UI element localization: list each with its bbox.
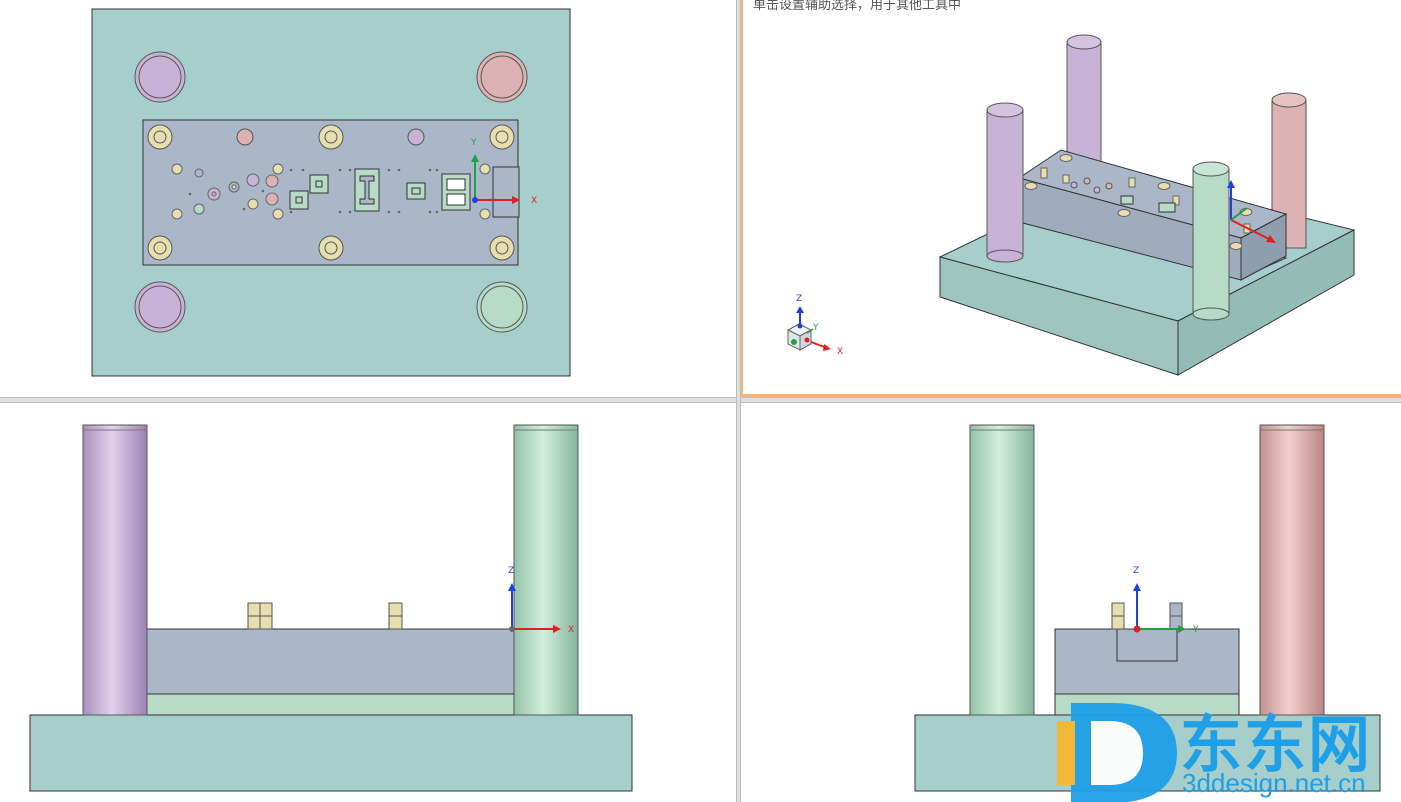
top-view-canvas: X Y	[91, 8, 571, 377]
watermark-logo	[1057, 703, 1177, 802]
front-pin-purple	[82, 424, 148, 716]
side-view-viewport[interactable]: Y Z	[741, 403, 1401, 802]
iso-pin-front-purple	[986, 109, 1024, 257]
punch-square-1	[289, 190, 309, 210]
guide-pin-top-left	[134, 51, 186, 103]
punch-square-2	[309, 174, 329, 194]
pilot-hole-pink	[236, 128, 254, 146]
front-axis-triad	[508, 583, 561, 633]
horizontal-splitter[interactable]	[0, 397, 1401, 403]
side-pin-green	[969, 424, 1035, 716]
iso-view-canvas: Z Y X	[786, 34, 1356, 376]
iso-axis-x-label: X	[837, 347, 843, 357]
iso-part-triad	[1227, 180, 1276, 243]
front-stripper	[146, 628, 515, 695]
guide-pins	[134, 51, 528, 333]
front-green-plate	[146, 693, 515, 716]
side-pilots	[1111, 602, 1183, 630]
front-base-plate	[29, 714, 633, 792]
front-pilots	[247, 602, 403, 630]
view-cube-triad	[786, 306, 831, 351]
watermark-brand: 东东网	[1180, 708, 1373, 781]
punch-square-3	[406, 182, 426, 200]
top-axis-triad	[471, 154, 520, 204]
guide-pin-bottom-left	[134, 281, 186, 333]
side-axis-triad	[1133, 583, 1186, 633]
side-view-canvas: Y Z	[914, 424, 1381, 802]
vertical-splitter[interactable]	[736, 0, 741, 802]
side-axis-z-label: Z	[1133, 566, 1139, 576]
front-axis-x-label: X	[568, 625, 574, 635]
iso-axis-y-label: Y	[812, 323, 819, 333]
side-pocket	[1116, 629, 1178, 662]
status-hint: 单击设置辅助选择，用于其他工具中	[753, 0, 962, 13]
small-holes	[171, 163, 491, 220]
iso-axis-z-label: Z	[796, 294, 802, 304]
socket-bolts	[147, 124, 515, 261]
front-view-viewport[interactable]: X Z	[0, 403, 736, 802]
iso-base-right	[1177, 229, 1355, 376]
side-axis-y-label: Y	[1192, 625, 1199, 635]
guide-pin-bottom-right	[476, 281, 528, 333]
front-axis-z-label: Z	[508, 566, 514, 576]
pilot-hole-purple	[407, 128, 425, 146]
iso-pin-front-green	[1192, 168, 1230, 315]
watermark-url: 3ddesign.net.cn	[1182, 768, 1366, 798]
iso-stripper-right	[1240, 213, 1287, 281]
top-axis-x-label: X	[531, 196, 537, 206]
top-axis-y-label: Y	[470, 138, 477, 148]
front-view-canvas: X Z	[29, 424, 633, 792]
top-view-viewport[interactable]: X Y	[0, 0, 736, 397]
isometric-viewport[interactable]: 单击设置辅助选择，用于其他工具中	[741, 0, 1401, 397]
end-pocket	[492, 166, 520, 218]
guide-pin-top-right	[476, 51, 528, 103]
front-pin-green	[513, 424, 579, 716]
side-pin-pink	[1259, 424, 1325, 716]
